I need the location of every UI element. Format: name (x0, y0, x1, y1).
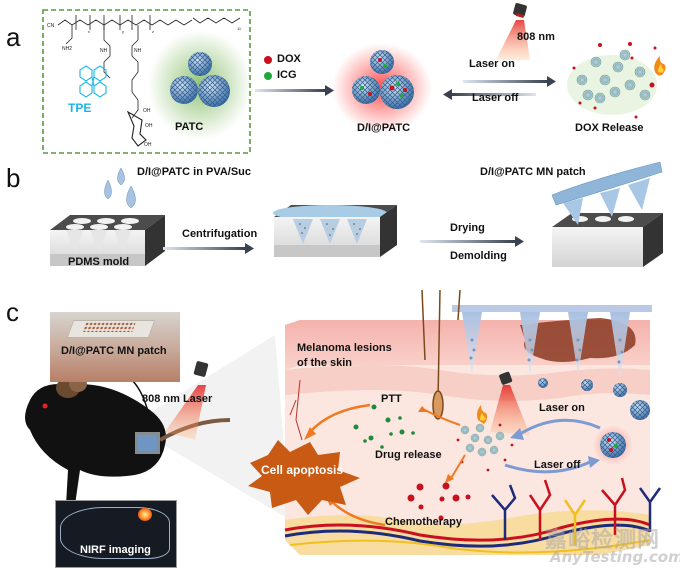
polymer-dashed-box (42, 9, 251, 154)
nirf-image (55, 500, 177, 568)
photo-patch-label: D/I@PATC MN patch (61, 345, 167, 357)
icg-legend-dot (264, 72, 272, 80)
arrow-laser-off (452, 93, 536, 96)
lesion-label-line1: Melanoma lesions (297, 342, 392, 354)
chem-oh-3: OH (144, 142, 152, 148)
arrow-load (255, 89, 325, 92)
mn-patch-backing (452, 305, 652, 312)
dox-legend-dot (264, 56, 272, 64)
dox-molecules (407, 482, 471, 521)
subscript-x: x (88, 29, 90, 34)
arrow-laser-on-curve (519, 418, 601, 436)
chem-nh-2: NH (134, 48, 142, 54)
drug-release-cluster-icon (456, 405, 514, 472)
mn-patch-demolding-icon (551, 161, 663, 267)
arrow-laser-off-curve (504, 460, 591, 474)
subscript-y: y (122, 29, 124, 34)
solution-droplets-icon (104, 167, 136, 209)
released-nanoparticles (538, 378, 650, 465)
arrow-ptt-to-apoptosis (309, 403, 371, 433)
cell-apoptosis-burst (248, 440, 360, 515)
dox-legend-label: DOX (277, 53, 301, 65)
pdms-mold-label: PDMS mold (68, 256, 130, 268)
polymer-structure (57, 15, 241, 147)
lesion-label-line2: of the skin (297, 357, 353, 369)
mn-patch-photo (50, 312, 180, 382)
solution-label: D/I@PATC in PVA/Suc (137, 166, 252, 178)
drying-label: Drying (450, 222, 485, 234)
dox-release-label: DOX Release (575, 122, 644, 134)
arrow-laser-on-head (547, 76, 556, 87)
chem-cn: CN (47, 23, 55, 29)
demolding-label: Demolding (450, 250, 507, 262)
watermark-en: AnyTesting.com (550, 548, 680, 566)
patc-nanoparticles-icon (170, 52, 230, 107)
filled-mold-icon (273, 205, 397, 257)
watermark-cn: 嘉峪检测网 (545, 528, 661, 553)
chem-oh-1: OH (143, 108, 151, 114)
cell-apoptosis-label: Cell apoptosis (261, 463, 344, 477)
magnification-cone (130, 335, 290, 520)
arrow-to-chemo (449, 454, 466, 481)
arrow-drying (420, 240, 515, 243)
panel-letter-c: c (6, 297, 19, 327)
icg-molecules (353, 404, 415, 449)
di-patc-nanoparticles-icon (352, 50, 414, 109)
laser-device-icon (496, 3, 530, 60)
nirf-imaging-label: NIRF imaging (80, 544, 151, 556)
centrifugation-label: Centrifugation (182, 228, 258, 240)
arrow-centrifugation-head (245, 243, 254, 254)
arrow-to-ptt (424, 409, 461, 426)
laser-808-label: 808 nm Laser (142, 393, 213, 405)
mn-patch-label: D/I@PATC MN patch (480, 166, 586, 178)
tpe-structure-icon (79, 65, 107, 98)
arrow-laser-on-curve-head (510, 428, 524, 440)
laser-on-label: Laser on (469, 58, 515, 70)
chemotherapy-label: Chemotherapy (385, 516, 463, 528)
arrow-load-head (325, 85, 334, 96)
arrow-chemo-to-apoptosis (329, 499, 386, 527)
dox-release-cluster-icon (567, 42, 657, 119)
nirf-signal-hotspot (138, 508, 152, 521)
laser-off-label: Laser off (472, 92, 519, 104)
panel-letter-a: a (6, 22, 21, 52)
laser-device-skin-icon (490, 371, 530, 435)
icg-legend-label: ICG (277, 69, 297, 81)
microneedles-icon (462, 312, 630, 378)
arrow-centrifugation (163, 247, 245, 250)
arrow-drying-head (515, 236, 524, 247)
tpe-label: TPE (68, 101, 92, 115)
arrow-laser-on (463, 80, 547, 83)
drug-release-label: Drug release (375, 449, 442, 461)
laser-on-skin-label: Laser on (539, 402, 585, 414)
mouse-icon (25, 376, 231, 505)
panel-letter-b: b (6, 163, 21, 193)
patc-label: PATC (175, 121, 204, 133)
ptt-label: PTT (381, 393, 402, 405)
di-patc-label: D/I@PATC (357, 122, 411, 134)
subscript-11: 11 (237, 26, 242, 31)
heat-flame-icon (654, 56, 666, 76)
patch-photo-needles (82, 322, 136, 332)
arrow-laser-off-curve-head (588, 456, 600, 468)
chem-oh-2: OH (145, 123, 153, 129)
arrow-laser-off-head (443, 89, 452, 100)
hair-follicle-icon (421, 289, 461, 420)
laser-wavelength-label: 808 nm (517, 31, 555, 43)
chem-nh2: NH2 (62, 46, 72, 52)
laser-device-mouse-icon (165, 361, 209, 440)
laser-off-skin-label: Laser off (534, 459, 581, 471)
blood-vessels-icon (491, 477, 662, 545)
subscript-z: z (152, 29, 154, 34)
chem-nh-1: NH (100, 48, 108, 54)
nirf-mouse-outline (60, 507, 170, 559)
pdms-mold-icon (50, 215, 165, 266)
